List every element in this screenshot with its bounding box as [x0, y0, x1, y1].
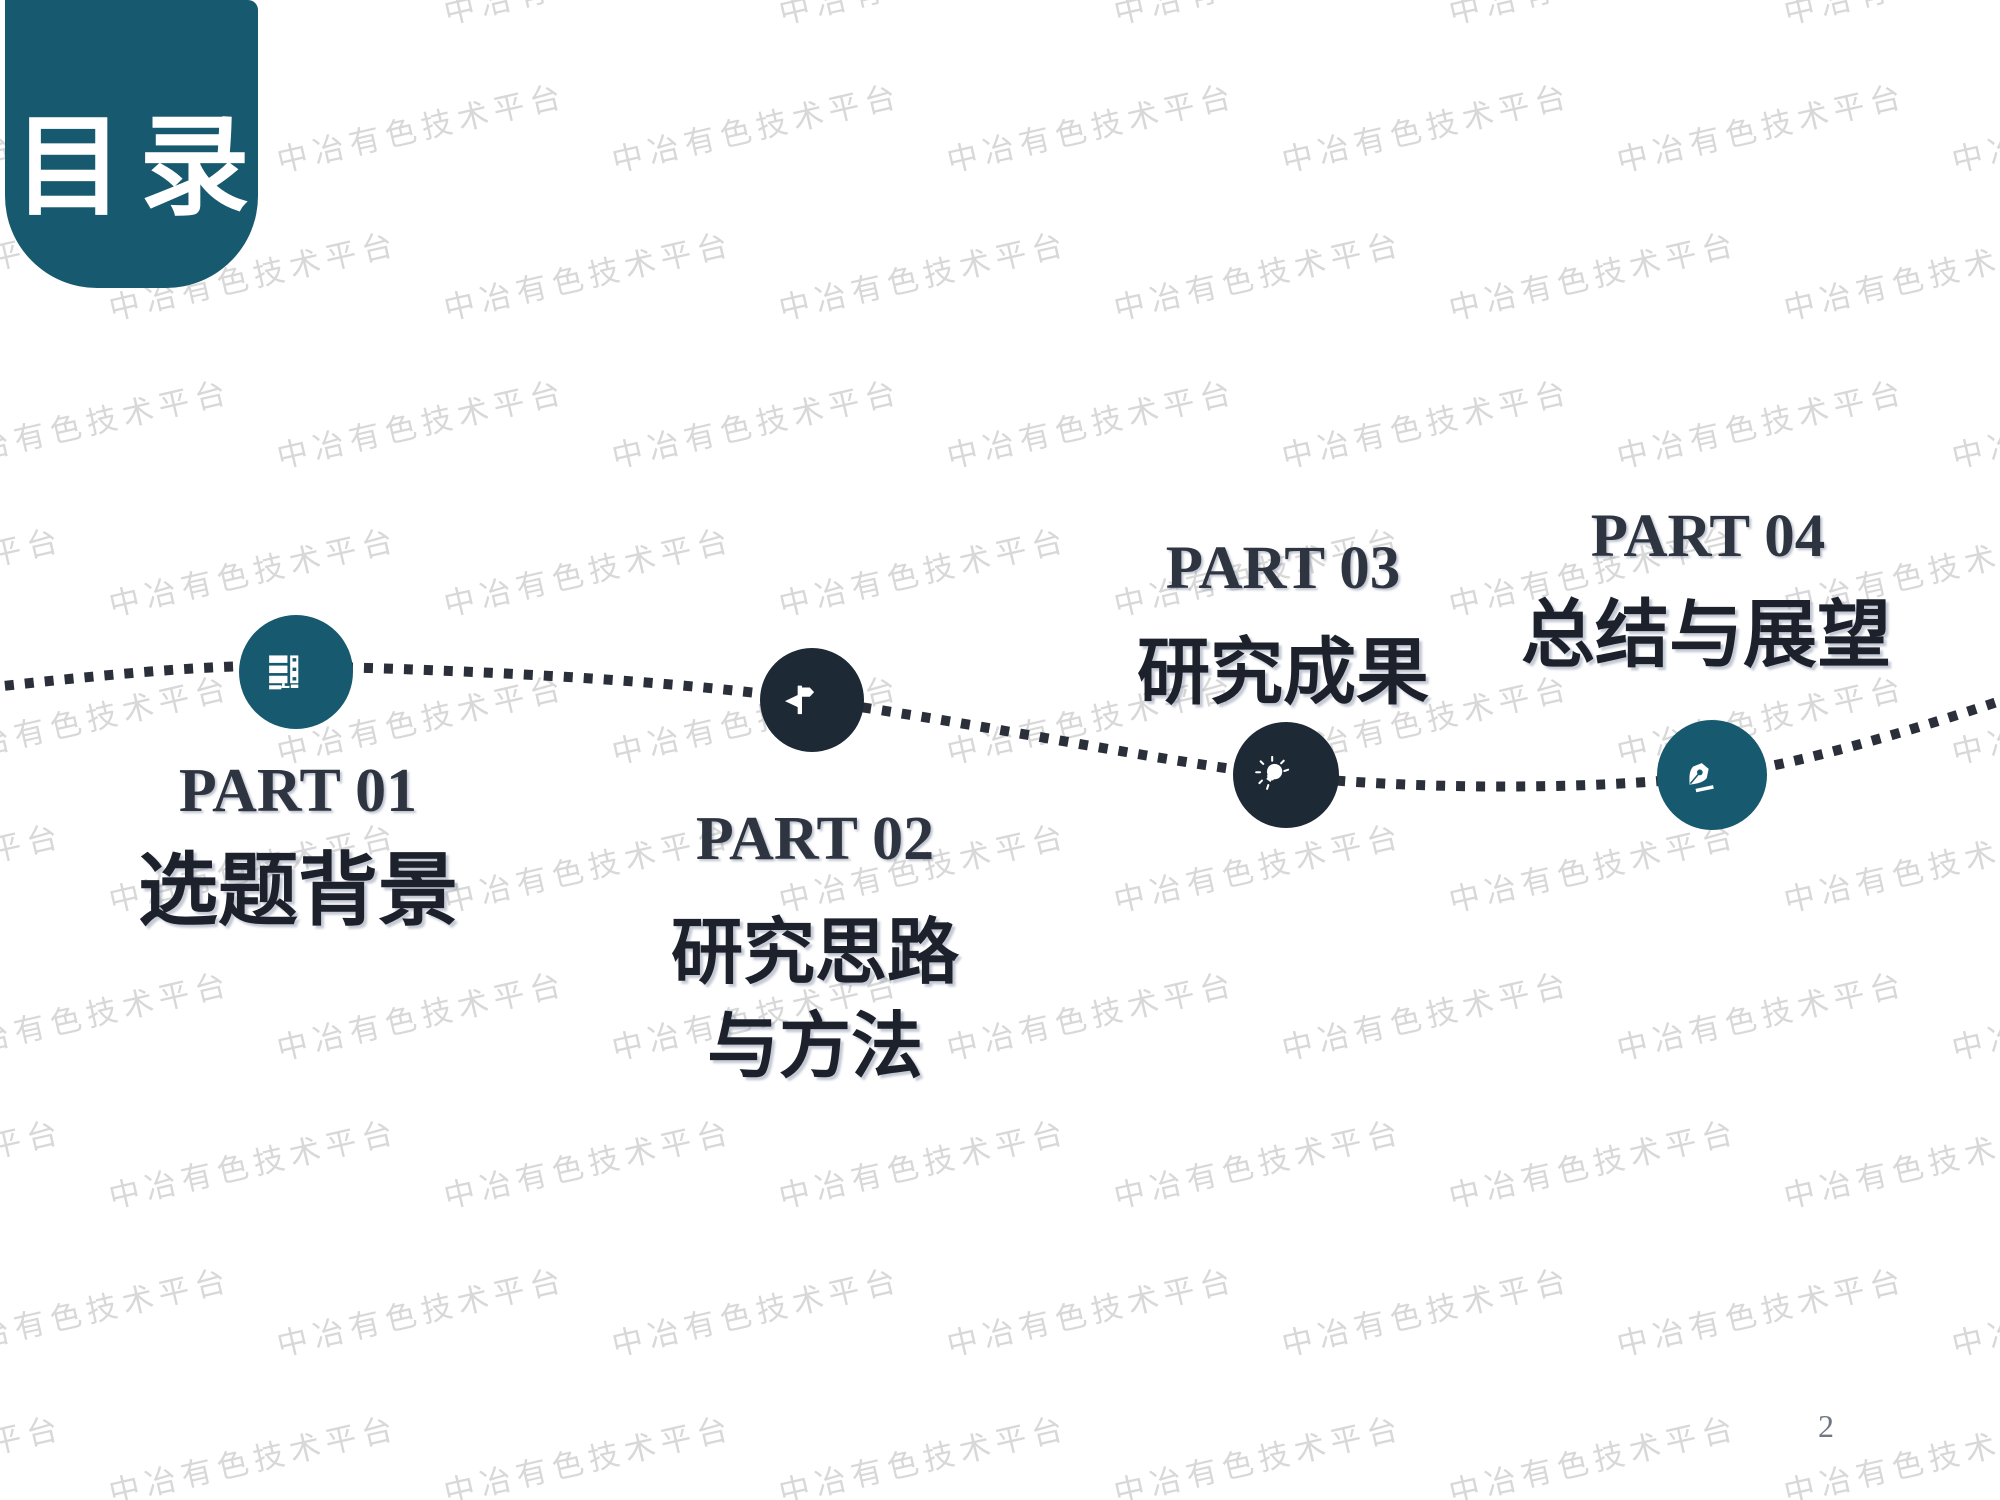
toc-item-4-part: PART 04: [1590, 503, 1826, 570]
toc-item-3-title: 研究成果: [1137, 636, 1429, 709]
toc-node-2: [760, 648, 864, 752]
page-number: 2: [1818, 1408, 1834, 1444]
toc-badge-title: 目录: [13, 106, 266, 229]
toc-item-3-title-line: 研究成果: [1137, 632, 1429, 713]
toc-item-1-title-line: 选题背景: [138, 846, 458, 935]
toc-item-3-part: PART 03: [1165, 535, 1401, 602]
toc-node-3: [1233, 722, 1339, 828]
lightbulb-icon: [1253, 755, 1319, 796]
toc-item-2-part: PART 02: [695, 805, 935, 873]
signpost-icon: [780, 680, 844, 720]
toc-item-4-title-line: 总结与展望: [1521, 593, 1891, 676]
toc-item-2-title-line: 与方法: [706, 1007, 924, 1087]
server-icon: [261, 650, 331, 693]
toc-item-4-title: 总结与展望: [1521, 598, 1891, 672]
toc-node-4: [1657, 720, 1767, 830]
toc-item-2-title: 研究思路 与方法: [671, 906, 959, 1094]
toc-node-1: [239, 615, 353, 729]
toc-item-1-part: PART 01: [178, 757, 418, 825]
toc-item-1-title: 选题背景: [138, 851, 458, 931]
toc-badge: 目录: [5, 0, 258, 288]
toc-item-2-title-line: 研究思路: [670, 913, 960, 993]
pen-nib-icon: [1679, 755, 1745, 796]
